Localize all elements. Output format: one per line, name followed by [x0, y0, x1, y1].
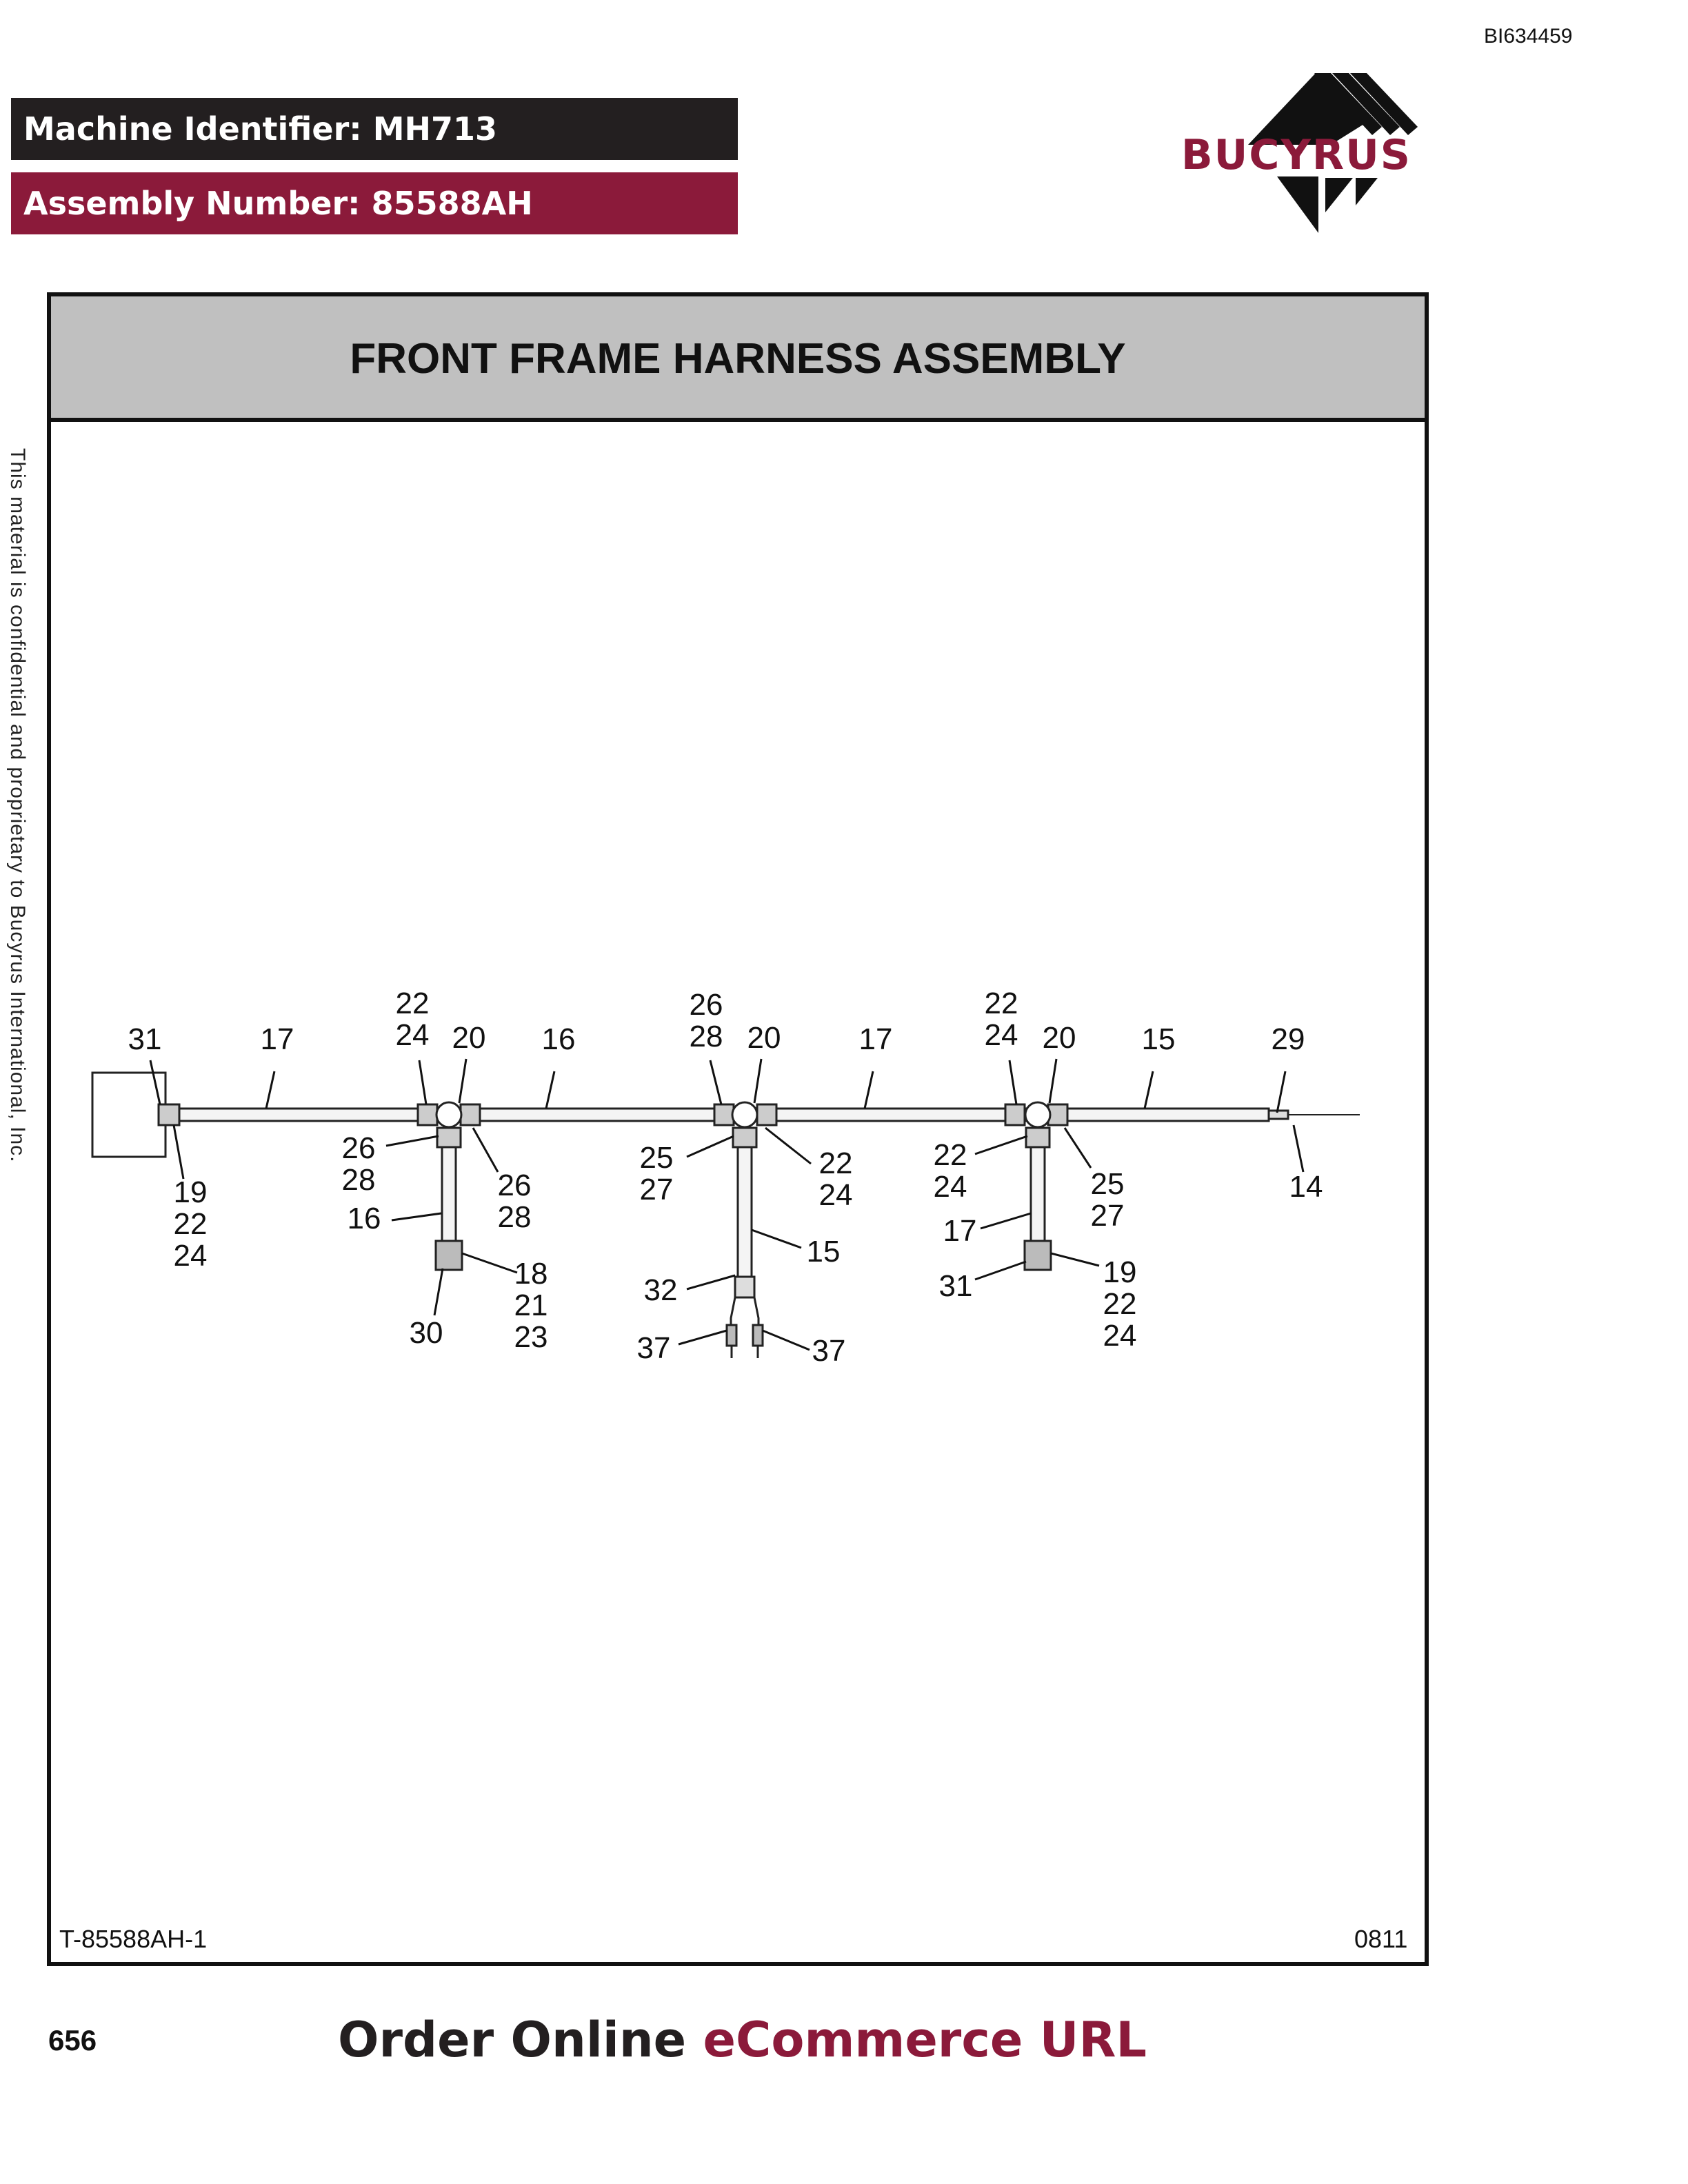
branch-a-end-connector	[434, 1240, 463, 1271]
connector-31-left	[157, 1103, 181, 1126]
date-code: 0811	[1354, 1925, 1408, 1953]
callout-16: 16	[542, 1022, 576, 1056]
callout-22: 22	[396, 987, 430, 1020]
callout-17: 17	[943, 1214, 977, 1248]
connector-a-right	[459, 1103, 481, 1126]
callout-27: 27	[1091, 1199, 1125, 1233]
tee-c	[1024, 1101, 1052, 1129]
callout-24: 24	[174, 1239, 208, 1273]
callout-17: 17	[859, 1022, 893, 1056]
drawing-frame: FRONT FRAME HARNESS ASSEMBLY	[47, 292, 1429, 1966]
assembly-number-bar: Assembly Number: 85588AH	[11, 172, 738, 234]
callout-19: 19	[174, 1175, 208, 1209]
drawing-title: FRONT FRAME HARNESS ASSEMBLY	[51, 296, 1425, 422]
branch-b-plug-right	[752, 1324, 764, 1347]
branch-b-cable	[736, 1146, 753, 1280]
order-online-text: Order Online	[338, 2012, 703, 2068]
branch-c-connector	[1025, 1126, 1051, 1149]
order-online-link[interactable]: Order Online eCommerce URL	[338, 2012, 1147, 2068]
callout-28: 28	[498, 1200, 532, 1234]
callout-26: 26	[342, 1131, 376, 1165]
callout-32: 32	[644, 1273, 678, 1307]
callout-15: 15	[1142, 1022, 1176, 1056]
ecommerce-url-text: eCommerce URL	[703, 2012, 1147, 2068]
brand-name: BUCYRUS	[1181, 131, 1411, 179]
page-number: 656	[48, 2024, 97, 2056]
callout-14: 14	[1289, 1170, 1323, 1204]
callout-20: 20	[747, 1021, 781, 1055]
connector-c-left	[1004, 1103, 1026, 1126]
callout-31: 31	[128, 1022, 162, 1056]
callout-19: 19	[1103, 1255, 1137, 1289]
callout-37: 37	[637, 1331, 671, 1365]
tee-a	[435, 1101, 463, 1129]
callout-27: 27	[640, 1173, 674, 1206]
callout-24: 24	[1103, 1319, 1137, 1353]
callout-24: 24	[819, 1178, 853, 1212]
callout-31: 31	[939, 1269, 973, 1303]
document-id: BI634459	[1484, 25, 1573, 48]
main-trunk-end-segment	[1267, 1109, 1289, 1120]
callout-25: 25	[1091, 1167, 1125, 1201]
connector-b-right	[756, 1103, 778, 1126]
callout-21: 21	[514, 1288, 548, 1322]
callout-29: 29	[1272, 1022, 1305, 1056]
callout-25: 25	[640, 1141, 674, 1175]
callout-26: 26	[690, 988, 723, 1022]
branch-b-splitter	[734, 1275, 756, 1299]
callout-22: 22	[1103, 1287, 1137, 1321]
callout-20: 20	[1043, 1021, 1076, 1055]
callout-20: 20	[452, 1021, 486, 1055]
callout-30: 30	[410, 1316, 443, 1350]
callout-24: 24	[934, 1170, 967, 1204]
junction-box	[91, 1071, 167, 1158]
connector-a-left	[416, 1103, 439, 1126]
bucyrus-pyramid-icon	[1248, 73, 1418, 233]
branch-c-cable	[1029, 1146, 1046, 1245]
callout-23: 23	[514, 1320, 548, 1354]
branch-a-connector	[436, 1126, 462, 1149]
callout-16: 16	[348, 1202, 381, 1235]
branch-a-cable	[441, 1146, 457, 1245]
tee-b	[731, 1101, 758, 1129]
callout-22: 22	[934, 1138, 967, 1172]
callout-28: 28	[342, 1163, 376, 1197]
callout-18: 18	[514, 1257, 548, 1291]
bucyrus-logo: BUCYRUS	[1181, 73, 1418, 233]
connector-b-left	[713, 1103, 735, 1126]
callout-labels: 31 17 22 24 20 16 26 28 20 17 22 24 20 1…	[128, 987, 1323, 1368]
branch-b-connector	[732, 1126, 758, 1149]
branch-b-plug-left	[725, 1324, 738, 1347]
callout-15: 15	[807, 1235, 841, 1268]
callout-17: 17	[261, 1022, 294, 1056]
confidentiality-note: This material is confidential and propri…	[6, 448, 29, 1163]
callout-26: 26	[498, 1169, 532, 1202]
leader-lines	[149, 1058, 1305, 1351]
callout-24: 24	[985, 1018, 1018, 1052]
callout-37: 37	[812, 1334, 846, 1368]
callout-22: 22	[819, 1146, 853, 1180]
machine-identifier-bar: Machine Identifier: MH713	[11, 98, 738, 160]
harness-drawing	[91, 1071, 1360, 1358]
branch-c-end-connector	[1023, 1240, 1052, 1271]
callout-22: 22	[174, 1207, 208, 1241]
figure-reference: T-85588AH-1	[59, 1925, 208, 1953]
callout-28: 28	[690, 1020, 723, 1053]
callout-24: 24	[396, 1018, 430, 1052]
callout-22: 22	[985, 987, 1018, 1020]
